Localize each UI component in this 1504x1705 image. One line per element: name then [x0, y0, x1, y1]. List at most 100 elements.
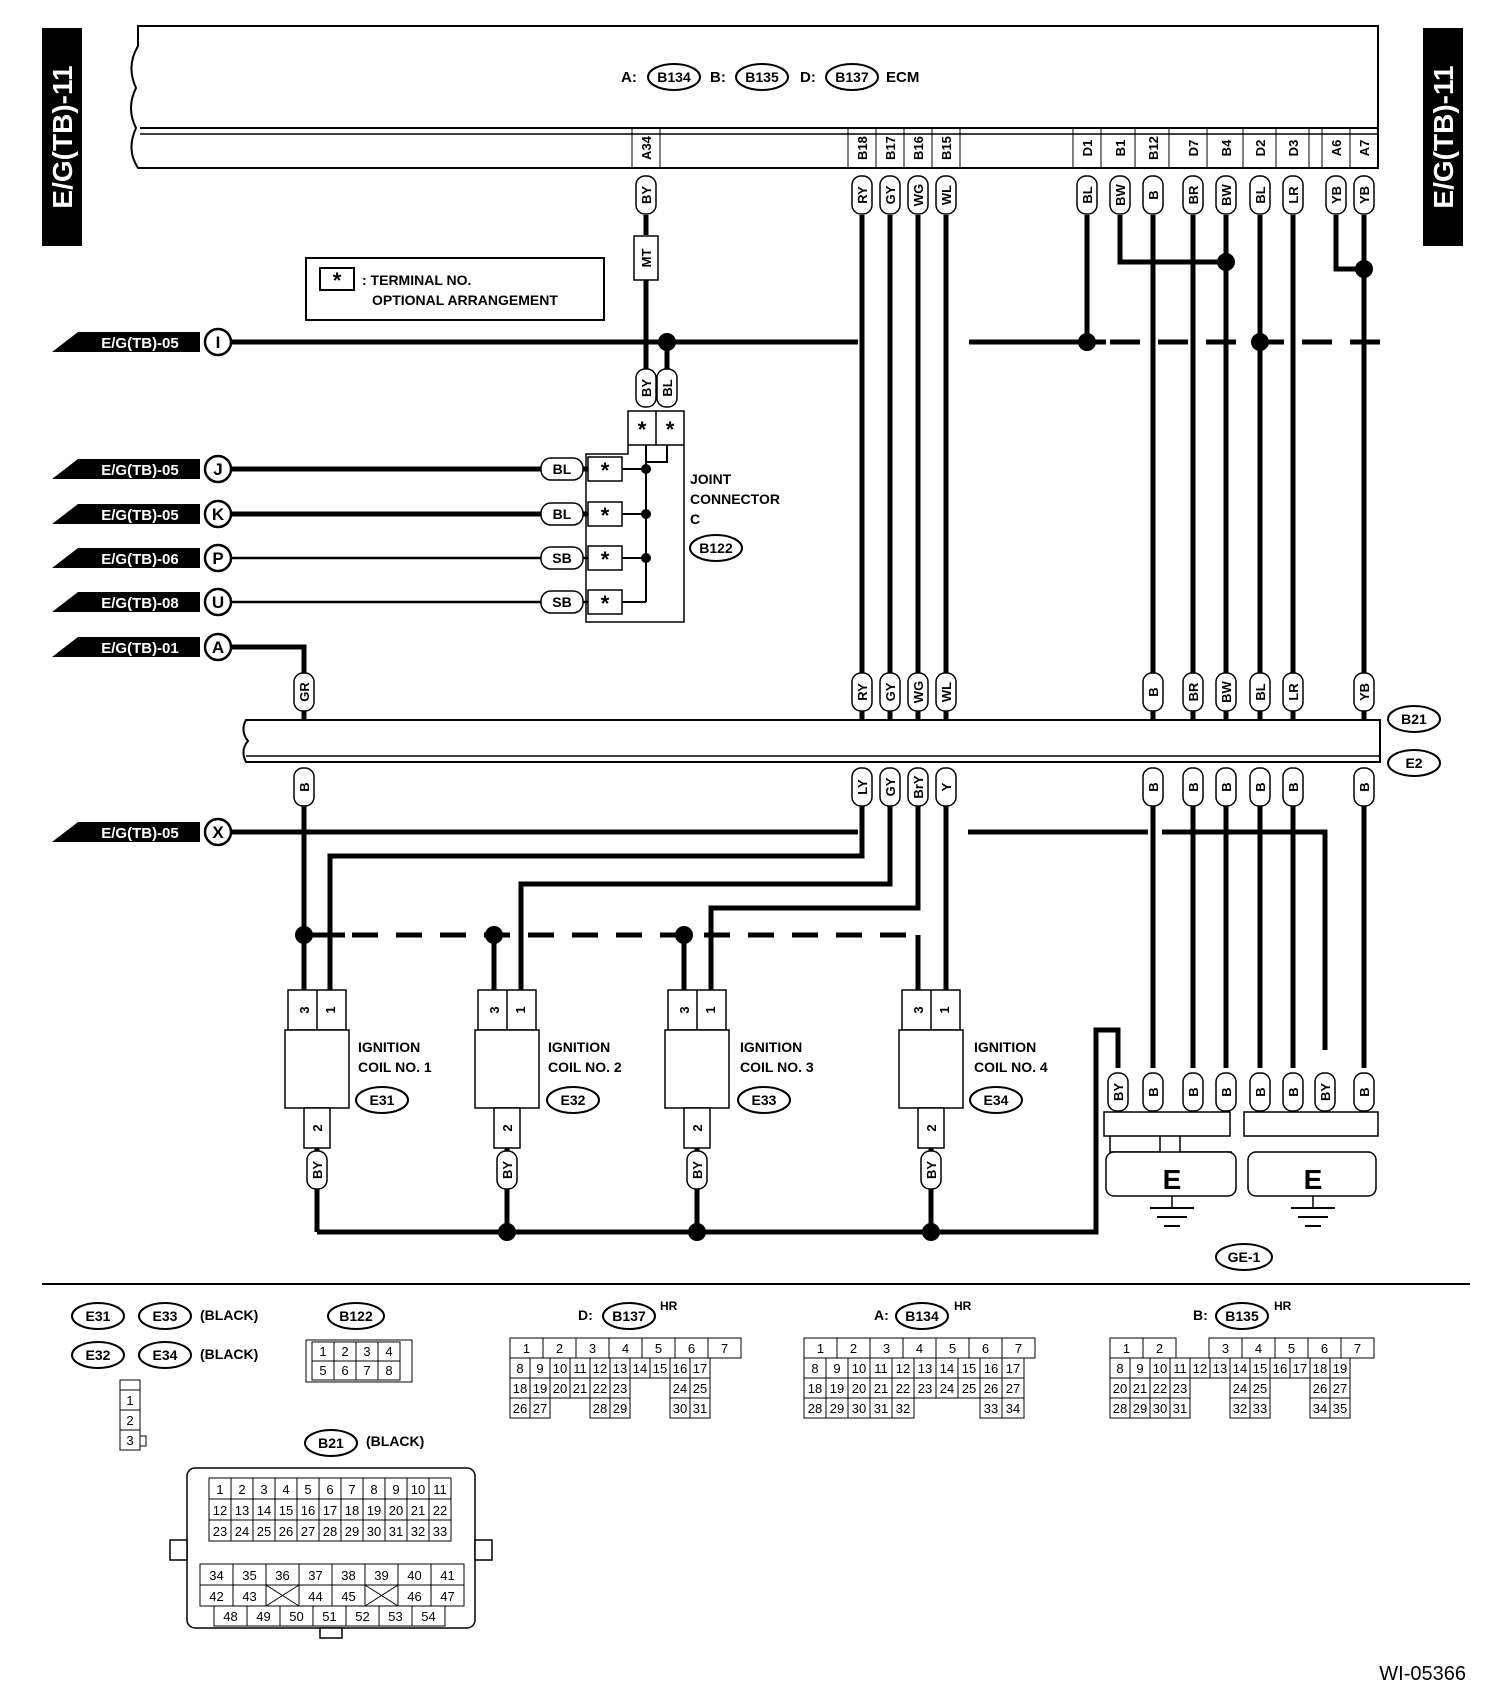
b21-lower-pin: 37 [308, 1568, 322, 1583]
e2-bottom-color: LY [855, 779, 870, 795]
ecm-wire-color-tag [935, 175, 957, 215]
coil-out-color-tag [306, 1150, 328, 1190]
ground-wire-color: B [1146, 1087, 1161, 1096]
e2-bottom-color-tag [1142, 767, 1164, 807]
offpage-arrow [52, 822, 200, 842]
joint-left-color: SB [552, 550, 571, 566]
coil1-line2: COIL NO. 1 [358, 1059, 432, 1075]
e2-bottom-color: BrY [911, 775, 926, 798]
b-pin: 13 [1213, 1361, 1227, 1376]
ground-wire-color: B [1357, 1087, 1372, 1096]
b21-conn: B21 [1401, 711, 1427, 727]
wire-a6 [1333, 215, 1364, 272]
d-suffix: HR [660, 1299, 678, 1313]
ground-wire-color-tag [1215, 1072, 1237, 1112]
wire-trigger-1 [327, 806, 865, 990]
offpage-letter: X [212, 823, 224, 842]
offpage-arrow [52, 459, 200, 479]
b21-upper-pin: 18 [345, 1503, 359, 1518]
joint-left-color: SB [552, 594, 571, 610]
ecm-label-a: A: [621, 69, 637, 86]
a-top-pin: 2 [850, 1341, 857, 1356]
b122-pin: 5 [319, 1363, 326, 1378]
b-cell [1329, 1397, 1351, 1419]
joint-conn-oval [689, 534, 743, 562]
b21-lower-pin: 35 [242, 1568, 256, 1583]
b-top-pin: 7 [1354, 1341, 1361, 1356]
page-ref-right: E/G(TB)-11 [1423, 28, 1463, 246]
ecm-conn-a-oval [647, 63, 701, 91]
b-pin: 26 [1313, 1381, 1327, 1396]
a-pin: 18 [808, 1381, 822, 1396]
ecm-wire-color-tag [1249, 175, 1271, 215]
offpage-ref: E/G(TB)-05 [101, 825, 179, 842]
b-pin: 19 [1333, 1361, 1347, 1376]
b-top-pin: 3 [1222, 1341, 1229, 1356]
ecm-wire-color: BL [1253, 186, 1268, 203]
offpage-letter: K [212, 505, 225, 524]
b21-upper-pin: 11 [433, 1482, 447, 1497]
b-cell [1169, 1397, 1191, 1419]
a-top-pin: 1 [817, 1341, 824, 1356]
ecm-block: A: B134 B: B135 D: B137 ECM [130, 25, 1379, 169]
offpage-letter-circle [203, 632, 233, 662]
ground-wire-color: B [1186, 1087, 1201, 1096]
b21-lower-blank [364, 1584, 399, 1607]
coil-pin-1: 1 [937, 1006, 952, 1013]
b122-pin: 3 [363, 1344, 370, 1359]
label-layer: A34BYB18RYB17GYB16WGB15WLD1BLB1BWB12BD7B… [52, 128, 1379, 1227]
d-pin: 22 [593, 1381, 607, 1396]
junction-d1 [1078, 333, 1096, 351]
a-pin: 13 [918, 1361, 932, 1376]
ecm-pin-label: D3 [1286, 140, 1301, 157]
b-top-pin: 2 [1156, 1341, 1163, 1356]
joint-frame [585, 445, 685, 623]
e2-bottom-color-tag [879, 767, 901, 807]
b21-top-color-tag [851, 672, 873, 712]
a-pin: 20 [852, 1381, 866, 1396]
ecm-wire-color: BY [639, 186, 654, 204]
joint-bus [645, 445, 668, 463]
e2-bottom-color: B [1253, 782, 1268, 791]
offpage-letter: P [212, 549, 223, 568]
b21-upper-pin: 5 [304, 1482, 311, 1497]
wire-x-right [1162, 829, 1328, 1050]
b21-upper-pin: 12 [213, 1503, 227, 1518]
b21-lower-pin: 40 [407, 1568, 421, 1583]
junction-return [922, 1223, 940, 1241]
b-oval [1215, 1302, 1269, 1330]
e32-oval [71, 1341, 125, 1369]
mt-label: MT [639, 249, 654, 268]
ecm-pin-label: D2 [1253, 140, 1268, 157]
a-top-pin: 3 [883, 1341, 890, 1356]
coil2-line2: COIL NO. 2 [548, 1059, 622, 1075]
a-conn: B134 [905, 1308, 939, 1324]
joint-pin-box [587, 589, 623, 615]
e33-oval [138, 1302, 192, 1330]
joint-pin-box [587, 456, 623, 482]
b21-top-color: WG [911, 681, 926, 703]
coil4-line1: IGNITION [974, 1039, 1036, 1055]
connector-views: E31 E33 (BLACK) E32 E34 (BLACK) B122 D: … [71, 1299, 1375, 1639]
offpage-ref: E/G(TB)-08 [101, 595, 179, 612]
coil-pin-3: 3 [677, 1006, 692, 1013]
ground-wire-color: BY [1318, 1083, 1333, 1101]
b21-last-pin: 49 [256, 1609, 270, 1624]
b-suffix: HR [1274, 1299, 1292, 1313]
ecm-wire-color-tag [1353, 175, 1375, 215]
b21-upper-pin: 6 [326, 1482, 333, 1497]
a-pin: 21 [874, 1381, 888, 1396]
ecm-pin-label: B1 [1113, 140, 1128, 157]
coil-body [898, 1029, 964, 1109]
b21-top-color-tag [879, 672, 901, 712]
e2-bottom-color-tag [1353, 767, 1375, 807]
e32-label: E32 [86, 1347, 111, 1363]
b122-pin: 2 [341, 1344, 348, 1359]
e33-black: (BLACK) [200, 1307, 258, 1323]
b21-top-color: BW [1219, 680, 1234, 702]
offpage-arrow [52, 332, 200, 352]
b21-upper-pin: 3 [260, 1482, 267, 1497]
b21-last-pin: 51 [322, 1609, 336, 1624]
